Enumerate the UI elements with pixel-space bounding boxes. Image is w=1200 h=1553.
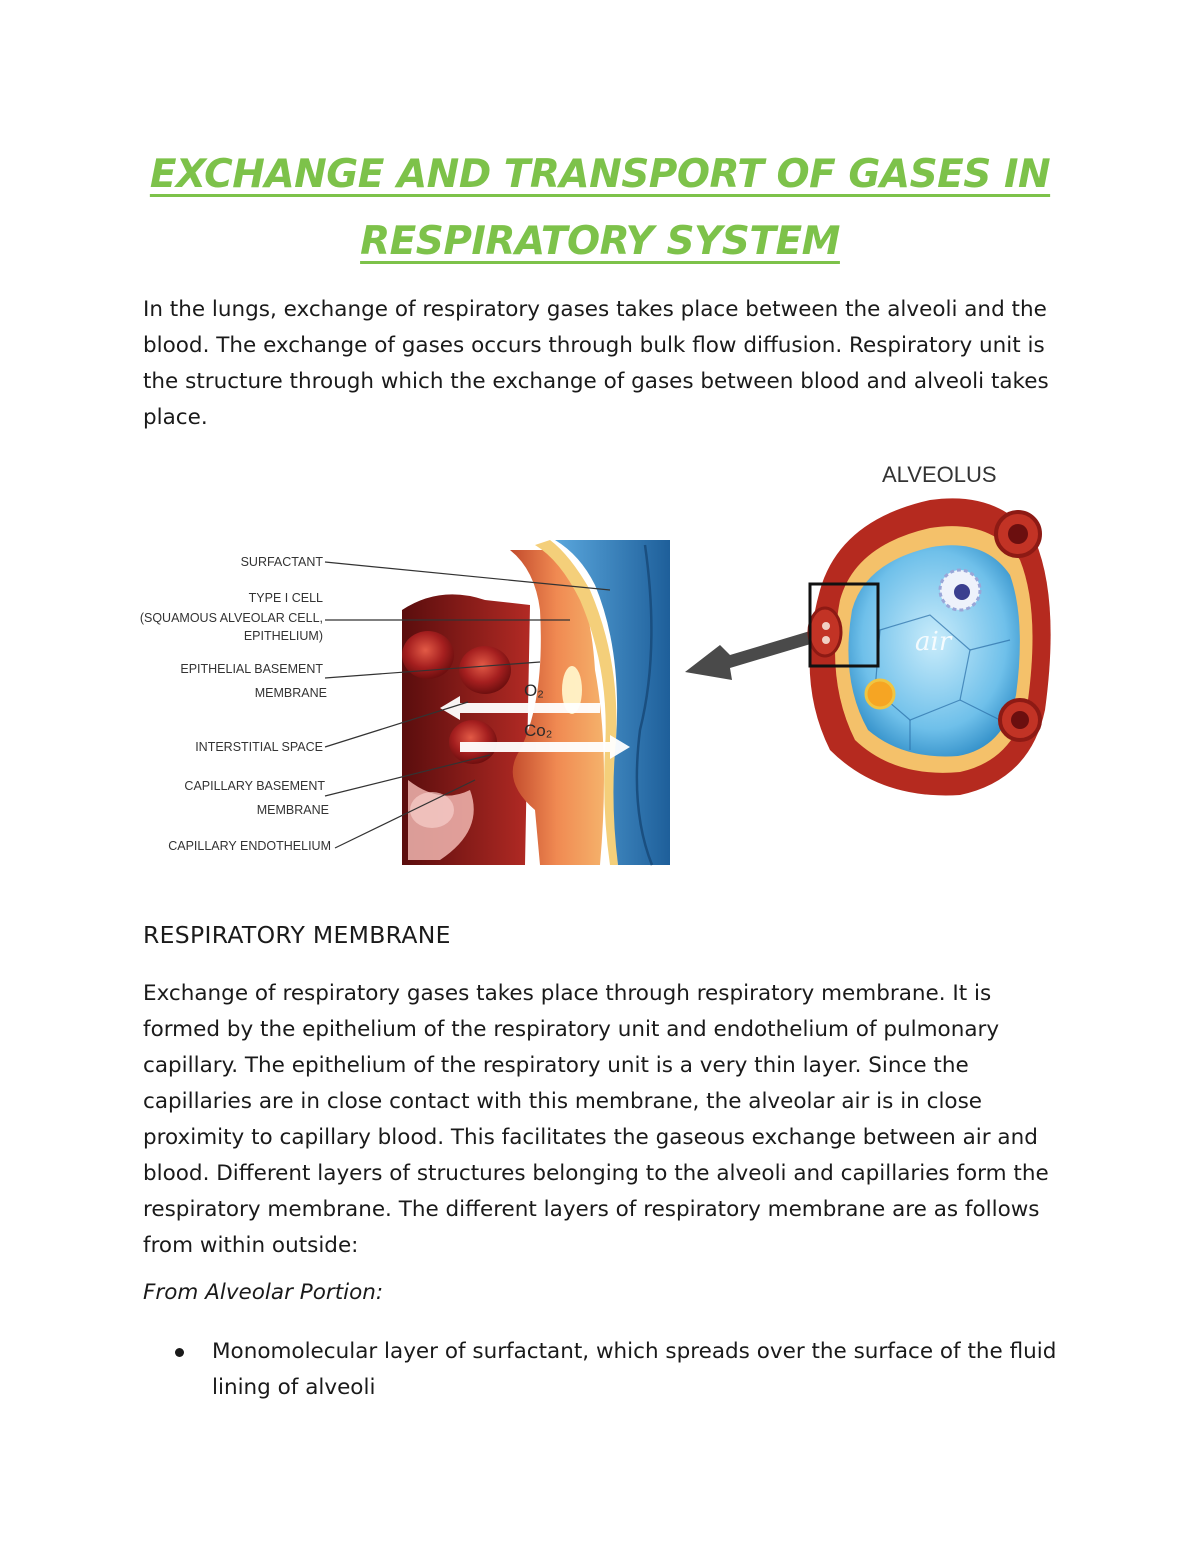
label-type-1-cell-sub: (SQUAMOUS ALVEOLAR CELL, xyxy=(140,611,323,625)
label-epithelial-bm: EPITHELIAL BASEMENT xyxy=(180,662,323,676)
leader-lines xyxy=(324,561,611,849)
type-2-cell xyxy=(864,678,896,710)
pointer-arrow xyxy=(685,628,824,680)
page-title-line-2: RESPIRATORY SYSTEM xyxy=(360,219,840,264)
label-capillary-endothelium: CAPILLARY ENDOTHELIUM xyxy=(168,839,331,853)
air-label: air xyxy=(915,627,953,657)
o2-arrow xyxy=(440,696,600,720)
label-epithelial-bm-2: MEMBRANE xyxy=(255,686,327,700)
intro-paragraph: In the lungs, exchange of respiratory ga… xyxy=(143,297,1049,430)
section-heading-respiratory-membrane: RESPIRATORY MEMBRANE xyxy=(143,921,451,949)
alveolus-illustration: ALVEOLUS air xyxy=(807,462,1051,796)
bullet-icon xyxy=(175,1348,184,1357)
co2-arrow xyxy=(460,735,630,759)
page-title-line-1: EXCHANGE AND TRANSPORT OF GASES IN xyxy=(149,152,1051,197)
label-capillary-bm-2: MEMBRANE xyxy=(257,803,329,817)
label-capillary-bm: CAPILLARY BASEMENT xyxy=(184,779,325,793)
surfactant-layer xyxy=(535,540,618,865)
red-blood-cell xyxy=(459,646,511,694)
zoom-highlight-box xyxy=(808,582,880,668)
respiratory-membrane-paragraph: Exchange of respiratory gases takes plac… xyxy=(143,981,1049,1258)
label-type-1-cell-sub2: EPITHELIUM) xyxy=(244,629,323,643)
respiratory-membrane-figure: O₂ Co₂ SURFACTANT TYPE I CELL (SQUAMOUS … xyxy=(140,462,1051,866)
cell-nucleus xyxy=(562,666,582,714)
label-type-1-cell: TYPE I CELL xyxy=(249,591,323,605)
co2-label: Co₂ xyxy=(524,721,552,740)
list-item-text: Monomolecular layer of surfactant, which… xyxy=(212,1339,1057,1400)
subheading-alveolar-portion: From Alveolar Portion: xyxy=(143,1280,384,1305)
label-interstitial-space: INTERSTITIAL SPACE xyxy=(195,740,323,754)
macrophage-nucleus xyxy=(954,584,970,600)
layer-list: Monomolecular layer of surfactant, which… xyxy=(172,1334,1072,1406)
membrane-closeup: O₂ Co₂ xyxy=(402,540,670,866)
list-item: Monomolecular layer of surfactant, which… xyxy=(172,1334,1072,1406)
alveolar-air-band xyxy=(555,540,670,865)
pale-cell xyxy=(410,792,454,828)
alveolus-title: ALVEOLUS xyxy=(882,462,997,487)
capillary-cross-section xyxy=(807,606,843,658)
label-surfactant: SURFACTANT xyxy=(241,555,324,569)
figure-labels: SURFACTANT TYPE I CELL (SQUAMOUS ALVEOLA… xyxy=(140,555,331,853)
o2-label: O₂ xyxy=(524,681,544,700)
membrane-line xyxy=(635,544,654,866)
red-blood-cell xyxy=(402,631,454,679)
